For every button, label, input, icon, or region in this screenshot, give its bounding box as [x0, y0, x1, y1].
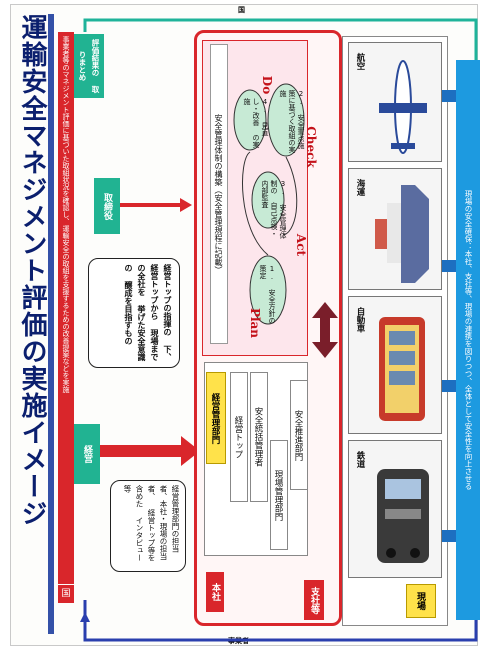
mode-card-air: 航空 [348, 42, 442, 162]
interview-bubble: 経営管理部門の担当者、本社・現場の担当者、 経営トップ等を含めた インタビュー等 [110, 480, 186, 572]
branch-tag: 支社等 [304, 580, 324, 620]
top-bubble: 経営トップの指揮の 下、経営トップから 現場までの全社を 挙げた安全意識の 醸成… [88, 258, 180, 368]
check-text: 3. 安全管理体制の 自己点検・内部監査 [261, 180, 287, 239]
page-title: 運輸安全マネジメント評価の実施イメージ [17, 14, 47, 527]
mode-connectors [442, 90, 456, 542]
double-arrow [312, 302, 338, 358]
summary-box: 評価結果の 取りまとめ [74, 34, 104, 98]
bus-icon [379, 317, 425, 421]
do-text: 2. 安全重点施策に基づく取組の実施 [279, 90, 305, 153]
mode-name-rail: 鉄道 [355, 451, 365, 468]
mode-card-ship: 海運 [348, 168, 442, 290]
train-icon [377, 469, 429, 563]
act-text: 4. 見直し・改善 の実施 [243, 98, 269, 148]
dept-item-1: 経営トップ [230, 372, 248, 502]
field-label: 現場 [406, 584, 436, 618]
ship-icon [375, 185, 429, 283]
management-box: 経営 [74, 424, 100, 484]
plan-text: 1. 安全方針の策定 [259, 265, 276, 324]
mode-card-rail: 鉄道 [348, 440, 442, 578]
airplane-icon [379, 60, 427, 154]
bottom-banner: 現場の安全確保：本社、支社等、現場の連携を図りつつ、全体として安全性を向上させる [456, 60, 480, 620]
pdca-center-label: 安全管理体制の構築（安全管理規程に記載） [210, 44, 228, 344]
top-caption: 国 [238, 6, 245, 14]
mode-name-air: 航空 [355, 53, 365, 70]
pdca-plan: Plan [248, 307, 263, 339]
pdca-do: Do [260, 75, 275, 95]
dept-item-3: 現場管理部門 [270, 440, 288, 550]
pdca-act: Act [294, 233, 309, 257]
dept-item-4: 安全推進部門 [290, 380, 308, 490]
safety-department-title: 経営管理部門 [206, 372, 226, 464]
mode-name-bus: 自動車 [355, 307, 365, 333]
title-bar [48, 14, 54, 634]
headquarters-tag: 本社 [206, 572, 224, 612]
mode-name-ship: 海運 [355, 179, 365, 196]
pdca-check: Check [303, 126, 318, 168]
executive-box: 取締役 [94, 178, 120, 234]
top-banner: 事業者等のマネジメント評価に基づいた取組状況を確認し、運輸安全の取組を支援するた… [58, 32, 74, 584]
pdca-cycle [233, 83, 305, 325]
dept-item-2: 安全統括管理者 [250, 372, 268, 502]
mode-card-bus: 自動車 [348, 296, 442, 434]
national-label: 国 [58, 585, 74, 603]
